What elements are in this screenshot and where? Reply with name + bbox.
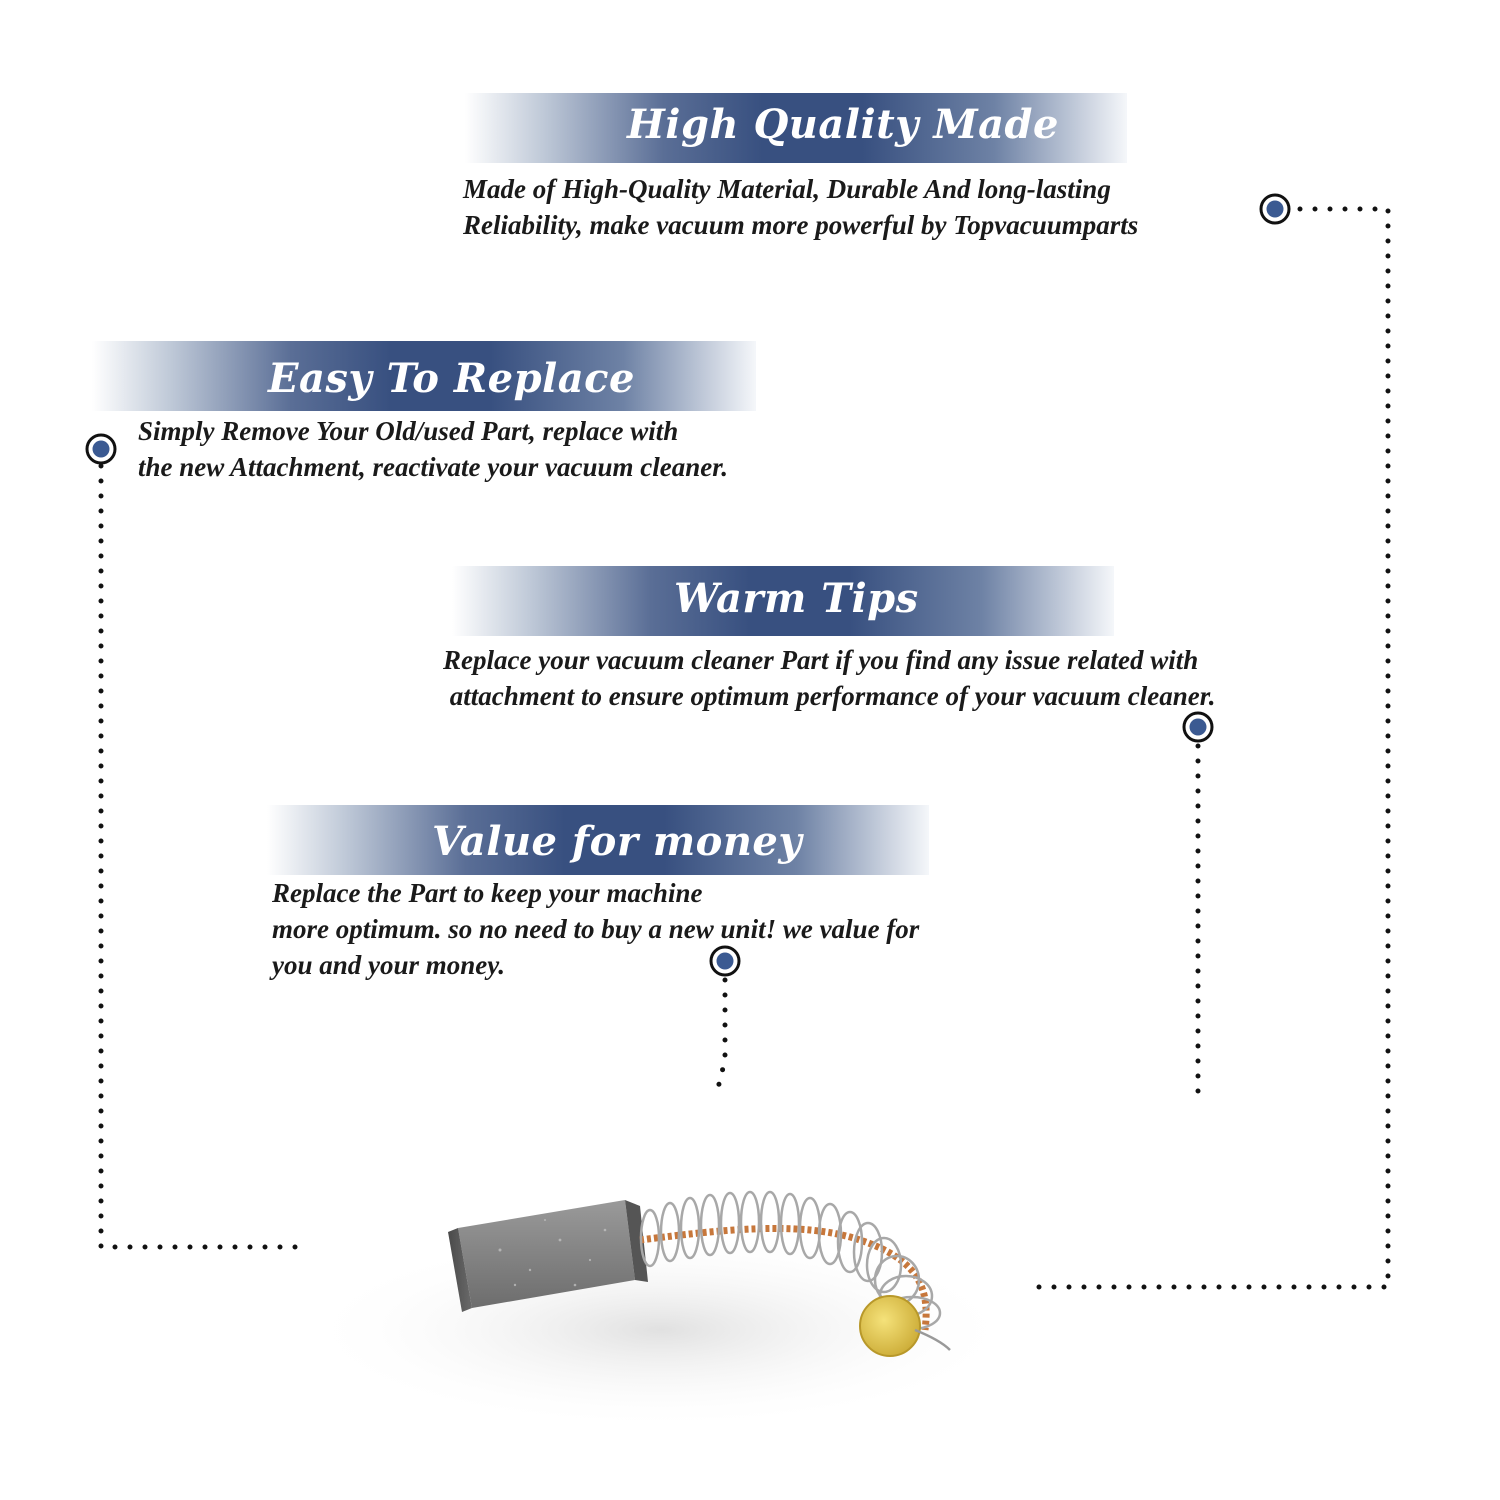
description-easy-replace-line-2: the new Attachment, reactivate your vacu… bbox=[138, 452, 728, 482]
title-easy-replace: Easy To Replace bbox=[268, 355, 635, 402]
description-value-money-line-3: you and your money. bbox=[272, 950, 506, 980]
banner-warm-tips bbox=[452, 566, 1114, 636]
description-value-money-line-2: more optimum. so no need to buy a new un… bbox=[272, 914, 920, 944]
banner-high-quality bbox=[465, 93, 1127, 163]
description-high-quality-line-2: Reliability, make vacuum more powerful b… bbox=[463, 210, 1139, 240]
description-high-quality-line-1: Made of High-Quality Material, Durable A… bbox=[463, 174, 1111, 204]
marker-dot-icon bbox=[1259, 193, 1291, 225]
description-warm-tips-line-1: Replace your vacuum cleaner Part if you … bbox=[443, 645, 1199, 675]
description-warm-tips-line-2: attachment to ensure optimum performance… bbox=[443, 681, 1216, 711]
banner-easy-replace bbox=[92, 341, 756, 411]
title-value-money: Value for money bbox=[432, 818, 803, 865]
title-high-quality: High Quality Made bbox=[627, 101, 1059, 148]
carbon-brush-with-spring-icon bbox=[300, 1190, 1020, 1430]
marker-dot-icon bbox=[709, 945, 741, 977]
title-warm-tips: Warm Tips bbox=[674, 575, 919, 622]
banner-value-money bbox=[267, 805, 929, 875]
marker-dot-icon bbox=[1182, 711, 1214, 743]
description-easy-replace-line-1: Simply Remove Your Old/used Part, replac… bbox=[138, 416, 679, 446]
marker-dot-icon bbox=[85, 433, 117, 465]
description-value-money-line-1: Replace the Part to keep your machine bbox=[272, 878, 703, 908]
connector-high-quality bbox=[1035, 206, 1391, 1290]
connector-easy-replace bbox=[98, 463, 299, 1250]
connector-value-money bbox=[715, 977, 728, 1091]
